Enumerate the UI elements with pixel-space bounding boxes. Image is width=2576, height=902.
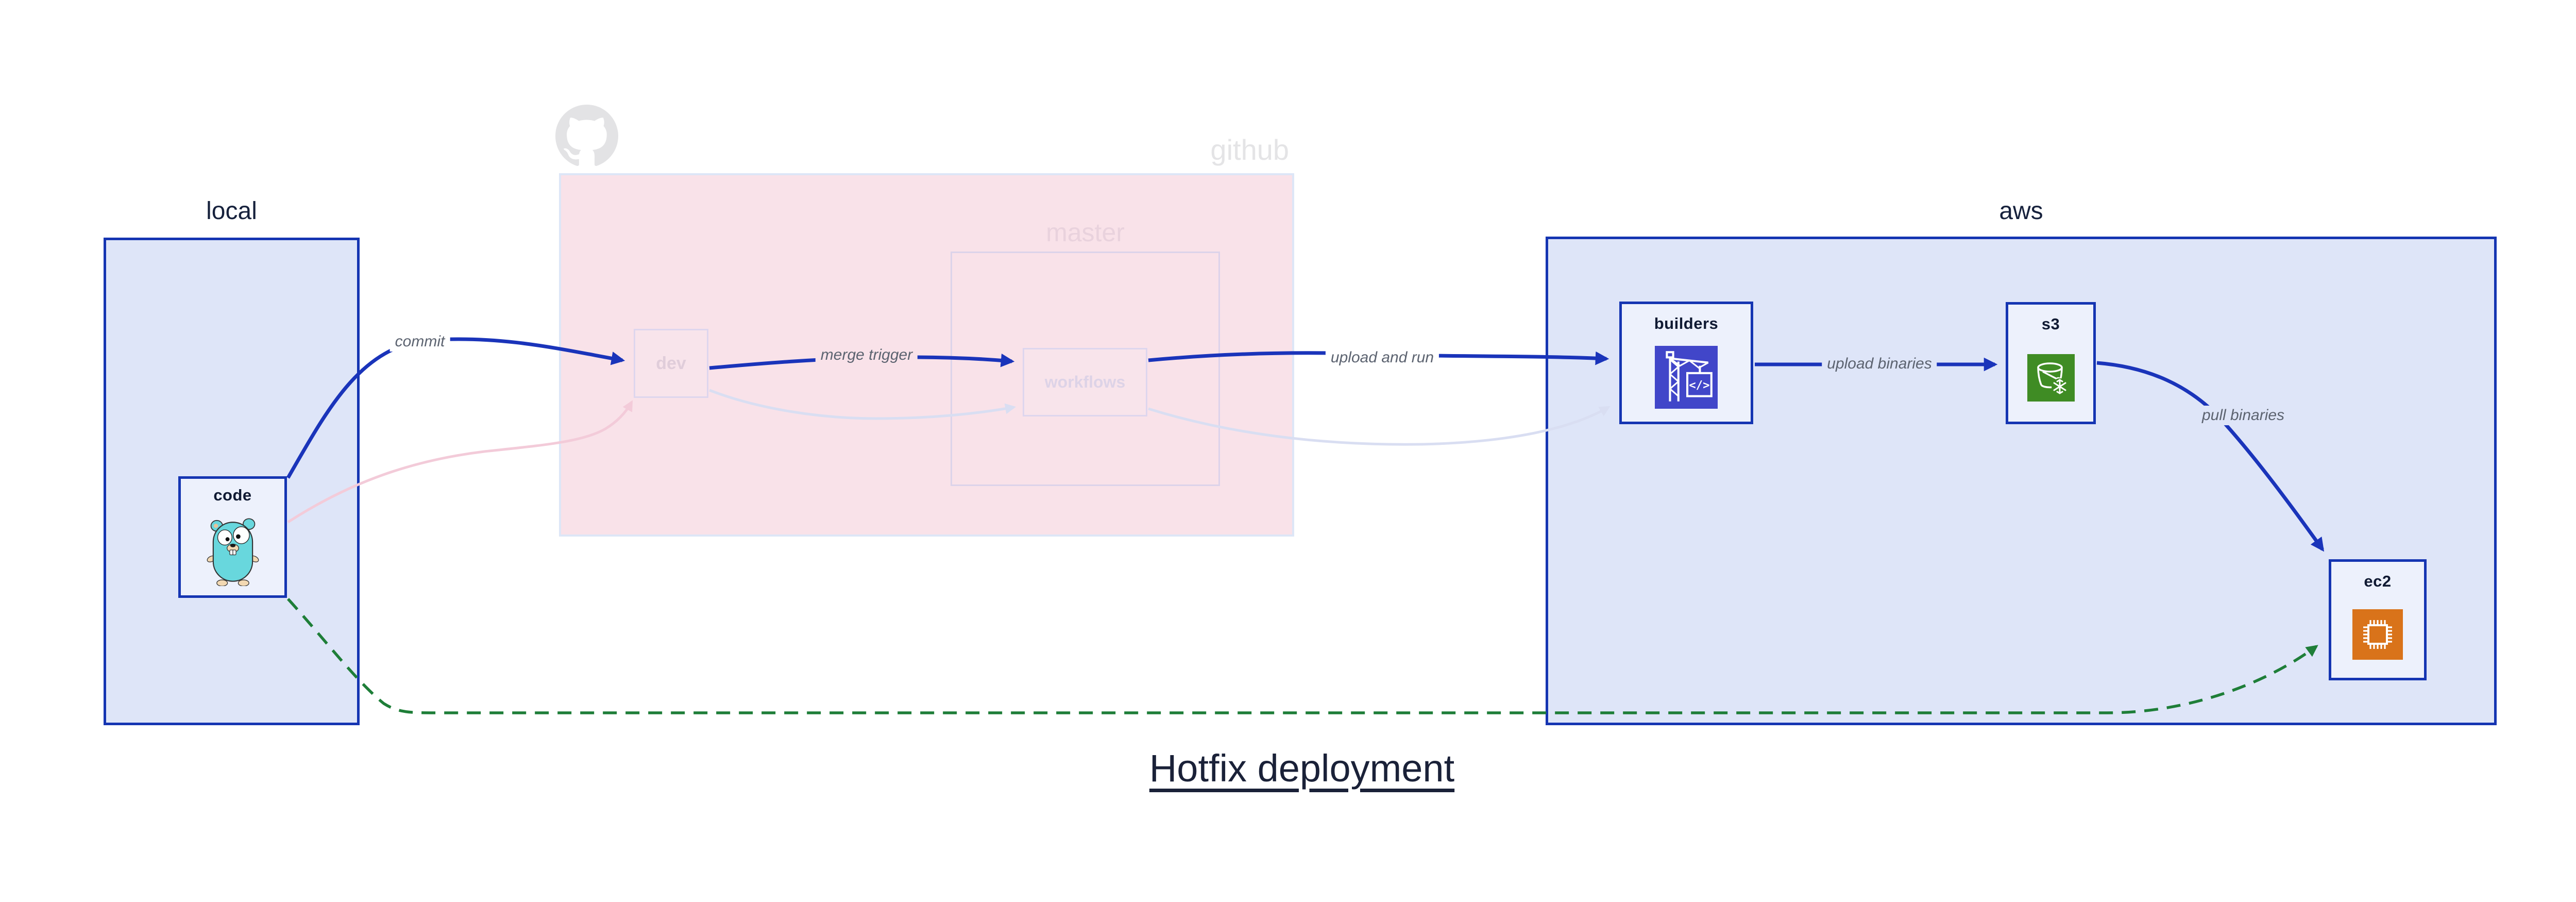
bucket-snowflake-icon [2027, 333, 2075, 422]
node-builders-label: builders [1654, 314, 1719, 332]
diagram-title: Hotfix deployment [1149, 747, 1455, 790]
aws-region-title: aws [1999, 197, 2043, 225]
edge-upload-binaries-label: upload binaries [1822, 354, 1937, 374]
node-workflows-label: workflows [1044, 373, 1126, 391]
node-code: code [178, 476, 287, 598]
edge-faded-workflows-to-builders [1148, 406, 1611, 446]
node-ec2: ec2 [2329, 559, 2427, 680]
gopher-icon [206, 505, 260, 595]
node-workflows: workflows [1023, 348, 1147, 416]
local-region-title: local [206, 197, 257, 225]
node-builders: builders </> [1619, 302, 1753, 424]
node-s3-label: s3 [2041, 315, 2060, 333]
github-region-title: github [1210, 133, 1289, 166]
github-octocat-icon [555, 105, 618, 168]
crane-codebuild-icon: </> [1655, 333, 1718, 422]
node-code-label: code [213, 486, 252, 504]
node-s3: s3 [2006, 302, 2096, 424]
edge-merge-trigger-label: merge trigger [815, 345, 918, 365]
cpu-chip-icon [2352, 591, 2403, 678]
edge-upload-and-run-label: upload and run [1325, 348, 1439, 368]
edge-hotfix-dashed-path [286, 598, 2318, 714]
node-dev-label: dev [656, 353, 686, 373]
master-branch-box [951, 252, 1220, 486]
node-dev: dev [634, 329, 708, 398]
edge-commit-label: commit [389, 332, 450, 352]
node-ec2-label: ec2 [2364, 572, 2392, 590]
edge-faded-dev-to-workflows [709, 389, 1016, 420]
edge-pull-binaries-label: pull binaries [2196, 406, 2290, 425]
svg-text:</>: </> [1689, 378, 1709, 392]
edge-pull-binaries-path [2096, 361, 2325, 552]
master-branch-title: master [1046, 218, 1125, 247]
edge-faded-code-to-dev [287, 400, 633, 524]
